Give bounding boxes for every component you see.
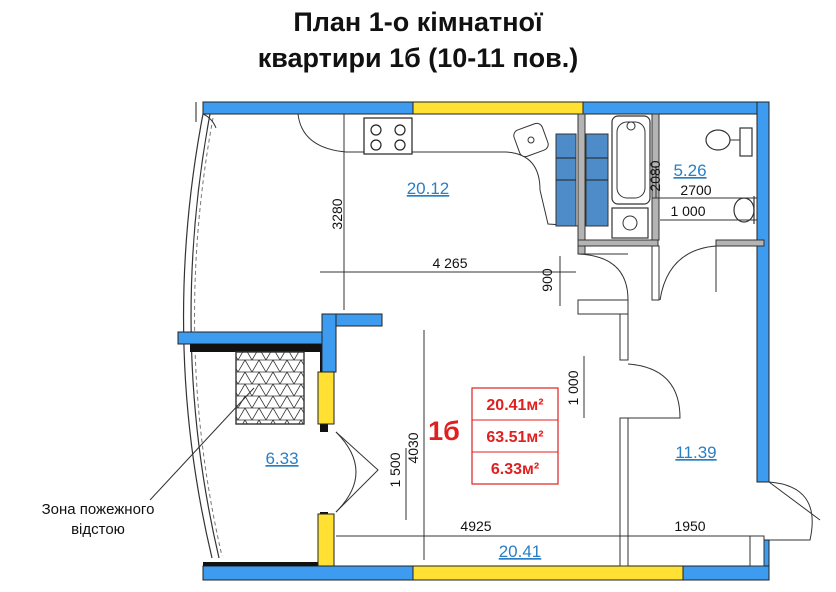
dimension-labels: 3280 4 265 900 2080 2700 1 000 1 000 403… bbox=[329, 160, 712, 534]
room-area-living: 20.41 bbox=[499, 542, 542, 561]
dim-900: 900 bbox=[539, 268, 555, 292]
balcony-partition bbox=[177, 331, 335, 567]
bottom-wall bbox=[202, 562, 770, 581]
dim-4265: 4 265 bbox=[432, 255, 467, 271]
room-areas: 20.12 5.26 6.33 11.39 20.41 bbox=[265, 161, 716, 561]
dim-1950: 1950 bbox=[674, 518, 705, 534]
dim-4030: 4030 bbox=[405, 432, 421, 463]
room-area-balcony: 6.33 bbox=[265, 449, 298, 468]
title-line-2: квартири 1б (10-11 пов.) bbox=[257, 43, 579, 73]
stove-icon bbox=[363, 117, 413, 155]
fire-zone-annotation: Зона пожежного відстою bbox=[42, 387, 255, 538]
plan-title: План 1-о кімнатної квартири 1б (10-11 по… bbox=[0, 4, 836, 76]
dim-3280: 3280 bbox=[329, 198, 345, 229]
sink-icon bbox=[513, 122, 549, 158]
right-wall bbox=[756, 101, 770, 569]
total-area-value: 63.51м² bbox=[486, 429, 543, 446]
dim-1000-bath: 1 000 bbox=[670, 203, 705, 219]
room-area-kitchen: 20.12 bbox=[407, 179, 450, 198]
fire-zone-label-line-2: відстою bbox=[71, 521, 125, 538]
fire-refuge-zone bbox=[235, 351, 305, 425]
doors bbox=[335, 245, 821, 541]
apartment-id: 1б bbox=[428, 416, 460, 446]
balcony-area-value: 6.33м² bbox=[491, 461, 539, 478]
toilet-icon bbox=[705, 127, 753, 157]
dim-4925: 4925 bbox=[460, 518, 491, 534]
wardrobe-icon bbox=[555, 133, 609, 227]
dim-2080: 2080 bbox=[647, 160, 663, 191]
dim-1500: 1 500 bbox=[387, 452, 403, 487]
dimension-lines bbox=[320, 114, 757, 560]
room-area-hall: 11.39 bbox=[675, 443, 716, 462]
top-wall bbox=[195, 101, 770, 122]
dim-2700: 2700 bbox=[680, 182, 711, 198]
bathtub-icon bbox=[611, 115, 651, 205]
dim-1000-door: 1 000 bbox=[565, 370, 581, 405]
kitchen-furniture bbox=[297, 113, 609, 227]
title-line-1: План 1-о кімнатної bbox=[293, 7, 543, 37]
bathroom-fixtures bbox=[611, 115, 755, 239]
living-area-value: 20.41м² bbox=[486, 397, 543, 414]
washing-machine-icon bbox=[611, 207, 649, 239]
fire-zone-label-line-1: Зона пожежного bbox=[42, 501, 155, 518]
apartment-area-box: 20.41м² 63.51м² 6.33м² bbox=[471, 387, 559, 485]
room-area-bathroom: 5.26 bbox=[673, 161, 706, 180]
